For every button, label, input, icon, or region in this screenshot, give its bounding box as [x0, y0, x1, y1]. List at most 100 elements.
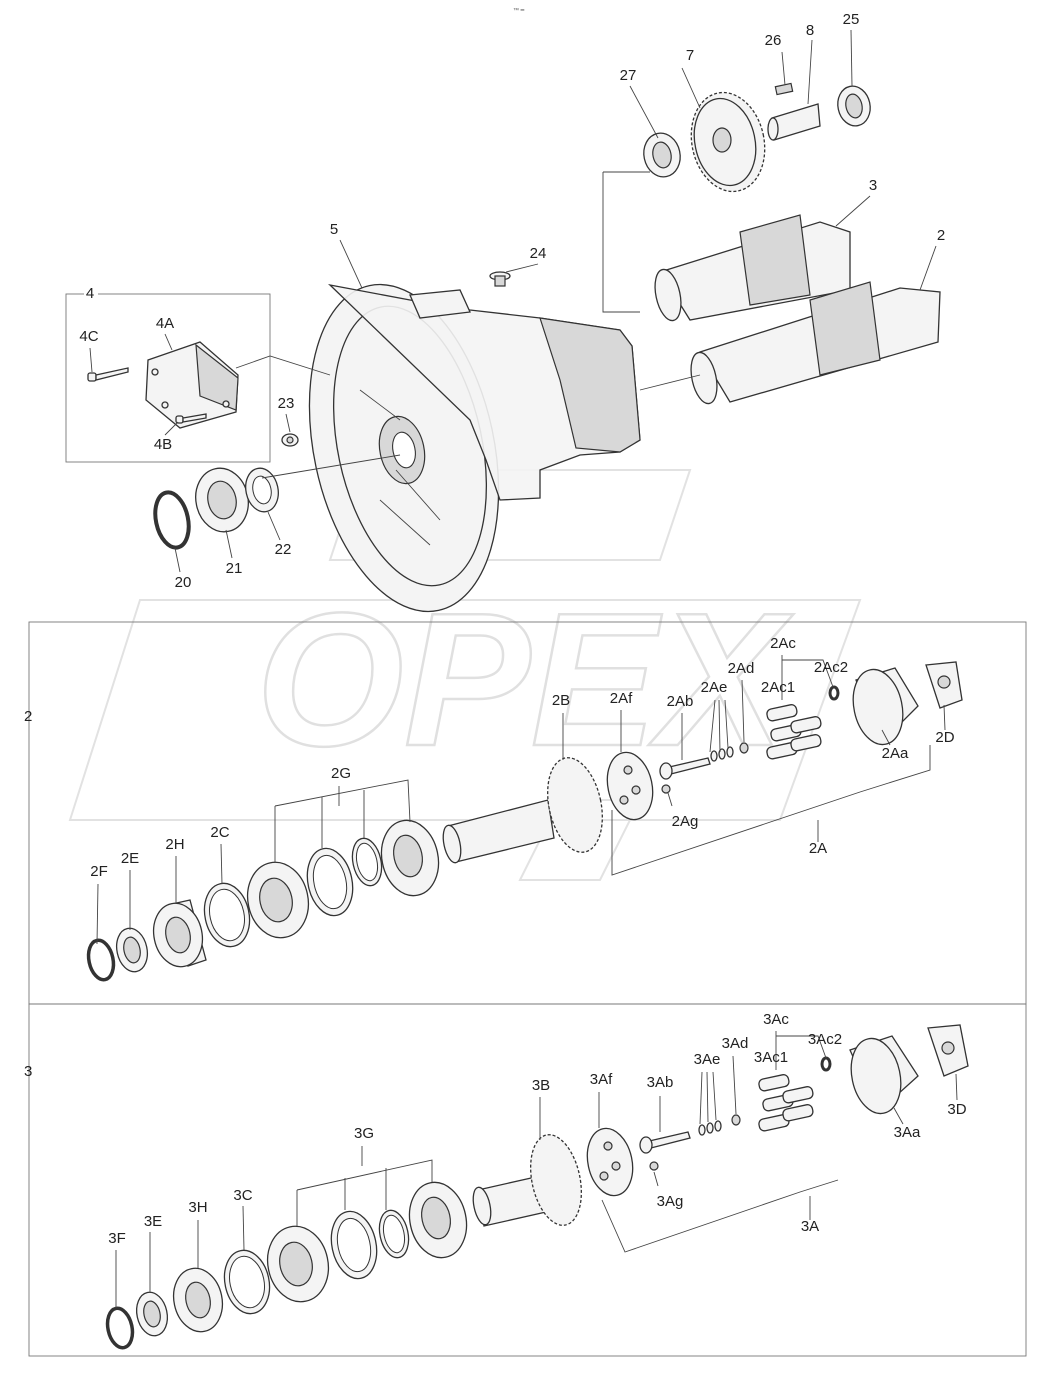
- part-3D-valve-plate: [927, 1024, 969, 1077]
- callout-3G: 3G: [354, 1125, 374, 1142]
- part-27-bearing: [643, 132, 681, 178]
- part-4C-bolt: [87, 367, 129, 382]
- section-3-parts: [105, 1024, 969, 1350]
- callout-2: 2: [937, 227, 945, 244]
- callout-2Aa: 2Aa: [882, 745, 909, 762]
- section-2-leader-lines: [96, 655, 946, 945]
- part-3G-bearing-outer: [266, 1225, 330, 1303]
- callout-25: 25: [843, 11, 860, 28]
- part-3G-ring: [378, 1209, 410, 1259]
- section-2-parts: [86, 661, 963, 982]
- callout-2H: 2H: [165, 836, 184, 853]
- part-5-housing: [308, 283, 641, 613]
- callout-2Ac: 2Ac: [770, 635, 796, 652]
- top-mark: ™ ━: [513, 7, 525, 14]
- callout-2A: 2A: [809, 840, 827, 857]
- callout-2Af: 2Af: [610, 690, 633, 707]
- callout-3Ac2: 3Ac2: [808, 1031, 842, 1048]
- callout-4B: 4B: [154, 436, 172, 453]
- part-2G-bearing-outer: [246, 861, 310, 939]
- part-3C-ring: [223, 1249, 271, 1315]
- part-2Ac2-ring: [828, 685, 840, 701]
- callout-3: 3: [869, 177, 877, 194]
- section-3-leader-lines: [115, 1031, 958, 1308]
- callout-2E: 2E: [121, 850, 139, 867]
- part-4A-pump-motor: [145, 341, 239, 429]
- part-2G-ring: [351, 837, 383, 887]
- callout-24: 24: [530, 245, 547, 262]
- part-2Ae-washers: [710, 746, 734, 762]
- top-leader-lines: [89, 29, 937, 573]
- callout-2Ae: 2Ae: [701, 679, 728, 696]
- part-3G-race: [330, 1210, 378, 1280]
- part-2D-valve-plate: [925, 661, 963, 709]
- callout-2Ag: 2Ag: [672, 813, 699, 830]
- callout-3Ag: 3Ag: [657, 1193, 684, 1210]
- callout-3Ae: 3Ae: [694, 1051, 721, 1068]
- callout-3E: 3E: [144, 1213, 162, 1230]
- callout-3B: 3B: [532, 1077, 550, 1094]
- part-23-plug: [281, 433, 299, 447]
- callout-4C: 4C: [79, 328, 98, 345]
- part-3H-bearing: [172, 1267, 224, 1333]
- callout-4: 4: [86, 285, 94, 302]
- group-4-frame: [65, 293, 271, 463]
- part-7-gear: [690, 91, 766, 193]
- part-3Aa-cylinder-block: [849, 1035, 919, 1115]
- callout-20: 20: [175, 574, 192, 591]
- callout-21: 21: [226, 560, 243, 577]
- callout-3Ac1: 3Ac1: [754, 1049, 788, 1066]
- part-3E-nut: [135, 1291, 169, 1337]
- section-3-label: 3: [24, 1063, 32, 1080]
- part-2F-snap-ring: [86, 938, 116, 982]
- part-20-snap-ring: [153, 490, 191, 550]
- callout-7: 7: [686, 47, 694, 64]
- part-2B-shaft-gear: [442, 757, 603, 864]
- part-2C-ring: [203, 882, 251, 948]
- callout-2F: 2F: [90, 863, 108, 880]
- part-2Ad-pin: [739, 742, 749, 754]
- part-2Ac1-pistons: [766, 704, 822, 760]
- part-2Ab-guide: [659, 757, 711, 780]
- callout-22: 22: [275, 541, 292, 558]
- callout-4A: 4A: [156, 315, 174, 332]
- callout-3Aa: 3Aa: [894, 1124, 921, 1141]
- part-3F-snap-ring: [105, 1306, 135, 1350]
- part-8-shaft: [767, 103, 821, 141]
- part-3Ac2-ring: [820, 1056, 832, 1072]
- callout-2Ad: 2Ad: [728, 660, 755, 677]
- part-3Ag-screw: [649, 1161, 659, 1171]
- section-2-label: 2: [24, 708, 32, 725]
- part-2H-bearing: [152, 899, 207, 968]
- part-3Ad-pin: [731, 1114, 741, 1126]
- callout-2C: 2C: [210, 824, 229, 841]
- part-2-front-pump: [690, 281, 941, 405]
- callout-2D: 2D: [935, 729, 954, 746]
- callout-2Ac2: 2Ac2: [814, 659, 848, 676]
- callout-3D: 3D: [947, 1101, 966, 1118]
- callout-3C: 3C: [233, 1187, 252, 1204]
- callout-3Ad: 3Ad: [722, 1035, 749, 1052]
- callout-3H: 3H: [188, 1199, 207, 1216]
- part-2Ag-screw: [661, 784, 671, 794]
- part-3Af-retainer-plate: [586, 1127, 634, 1197]
- callout-2Ac1: 2Ac1: [761, 679, 795, 696]
- callout-27: 27: [620, 67, 637, 84]
- callout-3Af: 3Af: [590, 1071, 613, 1088]
- callout-3Ab: 3Ab: [647, 1074, 674, 1091]
- part-3G-bearing-inner: [408, 1181, 468, 1259]
- part-3Ae-washers: [698, 1120, 722, 1136]
- part-3B-shaft-gear: [472, 1134, 582, 1227]
- callout-26: 26: [765, 32, 782, 49]
- watermark-text: OPEX: [256, 574, 794, 786]
- part-3Ab-guide: [639, 1131, 691, 1154]
- callout-8: 8: [806, 22, 814, 39]
- callout-5: 5: [330, 221, 338, 238]
- part-25-bearing: [837, 85, 871, 127]
- part-3Ac1-pistons: [758, 1074, 814, 1132]
- part-3-rear-pump: [654, 214, 851, 322]
- part-22-ring: [245, 467, 279, 513]
- callout-2B: 2B: [552, 692, 570, 709]
